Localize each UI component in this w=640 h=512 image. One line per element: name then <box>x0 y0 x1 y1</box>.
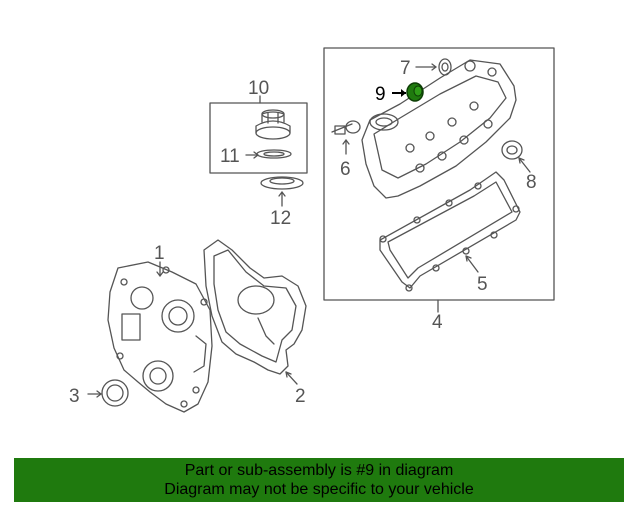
callout-10: 10 <box>248 78 269 99</box>
callout-7: 7 <box>400 58 411 79</box>
valve-cover[interactable] <box>361 59 517 199</box>
timing-cover-gasket[interactable] <box>203 239 307 375</box>
oil-filler-cap[interactable] <box>255 109 291 140</box>
seal[interactable] <box>501 140 523 160</box>
banner-line-1: Part or sub-assembly is #9 in diagram <box>184 462 454 479</box>
cap-seal[interactable] <box>256 149 292 159</box>
callout-6: 6 <box>340 159 351 180</box>
crankshaft-seal[interactable] <box>101 379 129 407</box>
callout-12: 12 <box>270 208 291 229</box>
callout-8: 8 <box>526 172 537 193</box>
timing-cover[interactable] <box>107 261 213 413</box>
callout-3: 3 <box>69 386 80 407</box>
callout-1: 1 <box>154 243 165 264</box>
highlighted-part-9[interactable] <box>392 82 424 102</box>
callout-5: 5 <box>477 274 488 295</box>
group-box-10 <box>209 102 308 174</box>
sensor[interactable] <box>331 120 361 135</box>
callout-2: 2 <box>295 386 306 407</box>
callout-4: 4 <box>432 312 443 333</box>
group-box-4 <box>323 47 555 301</box>
banner-line-2: Diagram may not be specific to your vehi… <box>164 481 474 498</box>
callout-9: 9 <box>375 84 386 105</box>
leader-lines <box>87 63 531 398</box>
parts-diagram: 1 2 3 4 5 6 7 8 9 10 11 12 <box>69 47 555 413</box>
filler-neck-gasket[interactable] <box>260 176 304 190</box>
info-banner: Part or sub-assembly is #9 in diagram Di… <box>14 458 624 502</box>
valve-cover-gasket[interactable] <box>379 171 521 292</box>
callout-11: 11 <box>220 146 240 167</box>
